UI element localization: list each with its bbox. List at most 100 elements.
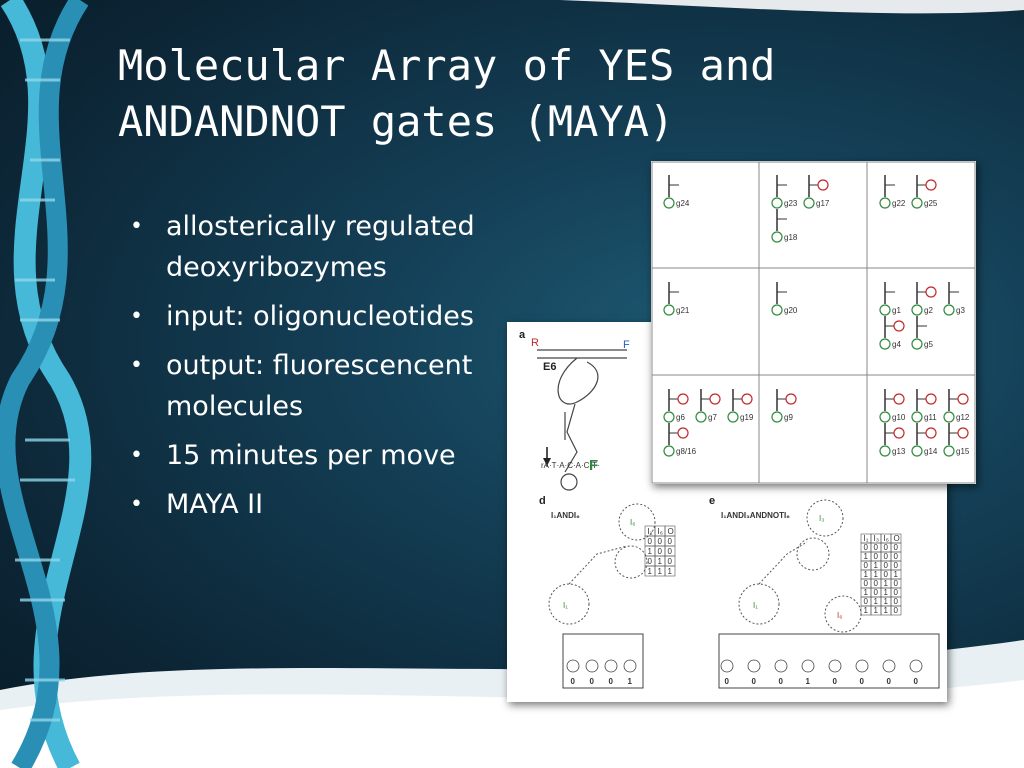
array-well — [828, 659, 842, 673]
array-well — [585, 659, 599, 673]
bullet-glyph: • — [130, 353, 143, 378]
array-well — [882, 659, 896, 673]
table-value: 0 — [668, 547, 673, 556]
table-value: 0 — [894, 597, 899, 606]
bullet-text: allosterically regulated deoxyribozymes — [166, 211, 475, 283]
slide-title: Molecular Array of YES and ANDANDNOT gat… — [118, 38, 978, 150]
array-well — [855, 659, 869, 673]
table-header: O — [894, 534, 900, 543]
array-well — [801, 659, 815, 673]
table-value: 0 — [864, 543, 869, 552]
table-value: 0 — [874, 543, 879, 552]
gate-g8-16: g8/16 — [663, 423, 697, 457]
table-header: I₃ — [874, 534, 879, 543]
table-value: 0 — [894, 552, 899, 561]
bullet-item: •MAYA II — [128, 484, 488, 525]
gate-label: g22 — [892, 199, 906, 208]
table-value: 1 — [864, 606, 869, 615]
table-value: 1 — [874, 606, 879, 615]
bullet-glyph: • — [130, 304, 143, 329]
table-value: 0 — [884, 570, 889, 579]
table-value: 1 — [658, 567, 663, 576]
gate-label: g8/16 — [676, 447, 697, 456]
table-value: 0 — [894, 561, 899, 570]
gate-label: g12 — [956, 413, 970, 422]
bullet-text: 15 minutes per move — [166, 440, 456, 471]
panel-d-label: d — [539, 495, 546, 507]
gate-e-array — [718, 633, 940, 689]
input-i1-label: I₁ — [563, 601, 568, 610]
gate-g3: g3 — [943, 282, 965, 316]
table-value: 1 — [864, 588, 869, 597]
table-value: 1 — [884, 597, 889, 606]
gate-g14: g14 — [911, 423, 938, 457]
gate-label: g6 — [676, 413, 685, 422]
table-value: 0 — [894, 588, 899, 597]
table-header: I₁ — [648, 527, 653, 536]
gate-label: g5 — [924, 340, 933, 349]
array-well — [604, 659, 618, 673]
table-value: 0 — [874, 552, 879, 561]
table-value: 0 — [668, 537, 673, 546]
panel-e-label: e — [709, 495, 715, 507]
bullet-glyph: • — [130, 492, 143, 517]
table-value: 1 — [864, 552, 869, 561]
gate-label: g11 — [924, 413, 937, 422]
gate-d-array — [562, 633, 644, 689]
table-value: 0 — [864, 597, 869, 606]
table-value: 1 — [864, 570, 869, 579]
gate-g25: g25 — [911, 175, 938, 209]
gate-label: g4 — [892, 340, 901, 349]
table-header: I₆ — [884, 534, 889, 543]
gate-d-structure — [548, 503, 656, 625]
dna-helix-graphic — [0, 0, 92, 768]
array-output-value: 0 — [725, 677, 730, 686]
table-value: 0 — [874, 579, 879, 588]
gate-g2: g2 — [911, 282, 937, 316]
input-i6-label: I₆ — [837, 611, 842, 620]
gate-g23: g23 — [771, 175, 798, 209]
array-output-value: 0 — [833, 677, 838, 686]
gate-e-structure — [738, 499, 862, 633]
output-f-label: F — [589, 457, 598, 474]
panel-a-label: a — [519, 329, 526, 341]
table-header: O — [668, 527, 674, 536]
table-value: 1 — [648, 547, 653, 556]
table-value: 1 — [658, 557, 663, 566]
bullet-glyph: • — [130, 443, 143, 468]
gate-label: g25 — [924, 199, 938, 208]
gate-g18: g18 — [771, 209, 798, 243]
bullet-item: •output: fluorescencent molecules — [128, 345, 488, 427]
table-value: 0 — [658, 537, 663, 546]
table-value: 0 — [864, 561, 869, 570]
table-value: 1 — [894, 570, 899, 579]
gate-g17: g17 — [803, 175, 830, 209]
deoxyribozyme-diagram: a R F E6 rA·T·A·C·A·C·T· F d I₁ANDI₆ — [519, 329, 940, 689]
gate-g24: g24 — [663, 175, 690, 209]
table-value: 0 — [874, 588, 879, 597]
table-value: 1 — [874, 597, 879, 606]
gate-label: g17 — [816, 199, 830, 208]
array-well — [909, 659, 923, 673]
gate-label: g3 — [956, 306, 965, 315]
array-output-value: 0 — [914, 677, 919, 686]
table-cell — [664, 565, 676, 577]
gate-g5: g5 — [911, 316, 933, 350]
gate-e-name: I₁ANDI₃ANDNOTI₆ — [721, 511, 790, 520]
gate-g12: g12 — [943, 389, 970, 423]
array-well — [774, 659, 788, 673]
substrate-sequence: rA·T·A·C·A·C·T· — [541, 461, 600, 470]
array-output-value: 0 — [609, 677, 614, 686]
enzyme-label: E6 — [543, 361, 556, 373]
table-value: 0 — [884, 561, 889, 570]
bullet-item: • 15 minutes per move — [128, 435, 488, 476]
gate-g4: g4 — [879, 316, 905, 350]
table-value: 0 — [648, 537, 653, 546]
array-well — [747, 659, 761, 673]
gate-label: g9 — [784, 413, 793, 422]
table-value: 0 — [668, 557, 673, 566]
